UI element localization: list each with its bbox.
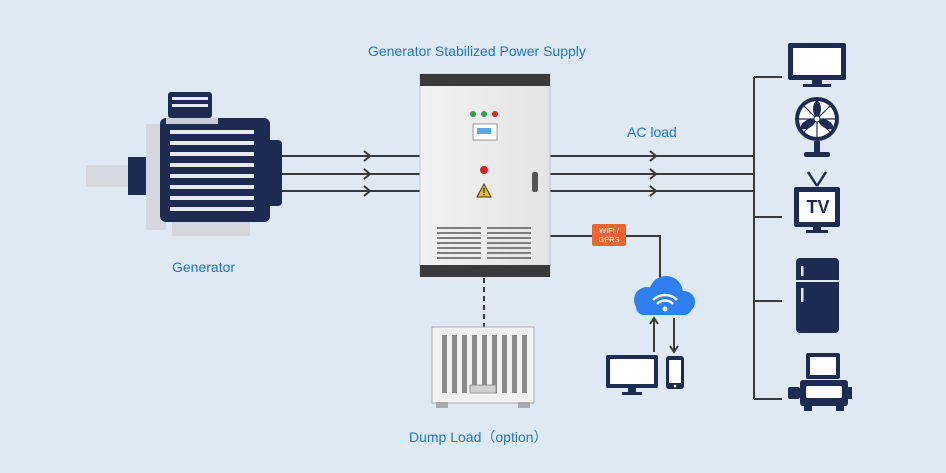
generator-label: Generator: [172, 259, 236, 275]
cloud-wifi-icon: [634, 276, 695, 315]
generator-motor-icon: [86, 92, 282, 236]
wifi-link-line: [549, 235, 661, 282]
tv-icon: [794, 171, 840, 233]
wifi-badge-line2: GPRS: [598, 235, 620, 244]
fan-icon: [795, 97, 839, 157]
wifi-gprs-badge: WIFI / GPRS: [592, 224, 626, 246]
ac-load-wires: [549, 150, 754, 197]
tv-label: TV: [806, 197, 830, 217]
wifi-badge-line1: WIFI /: [599, 226, 619, 235]
computer-workstation-icon: [788, 353, 852, 411]
ac-load-label: AC load: [627, 124, 677, 140]
refrigerator-icon: [796, 258, 839, 333]
cloud-links: [649, 316, 679, 354]
generator-wires: [280, 150, 420, 197]
power-cabinet-icon: [419, 73, 551, 277]
diagram-title: Generator Stabilized Power Supply: [368, 43, 586, 59]
desktop-monitor-icon: [606, 355, 658, 395]
dump-load-label: Dump Load（option）: [409, 429, 548, 445]
monitor-icon: [788, 43, 846, 87]
dump-load-resistor-icon: [431, 326, 535, 408]
warning-icon: [476, 182, 492, 198]
load-bus: [753, 76, 782, 400]
smartphone-icon: [666, 356, 684, 389]
